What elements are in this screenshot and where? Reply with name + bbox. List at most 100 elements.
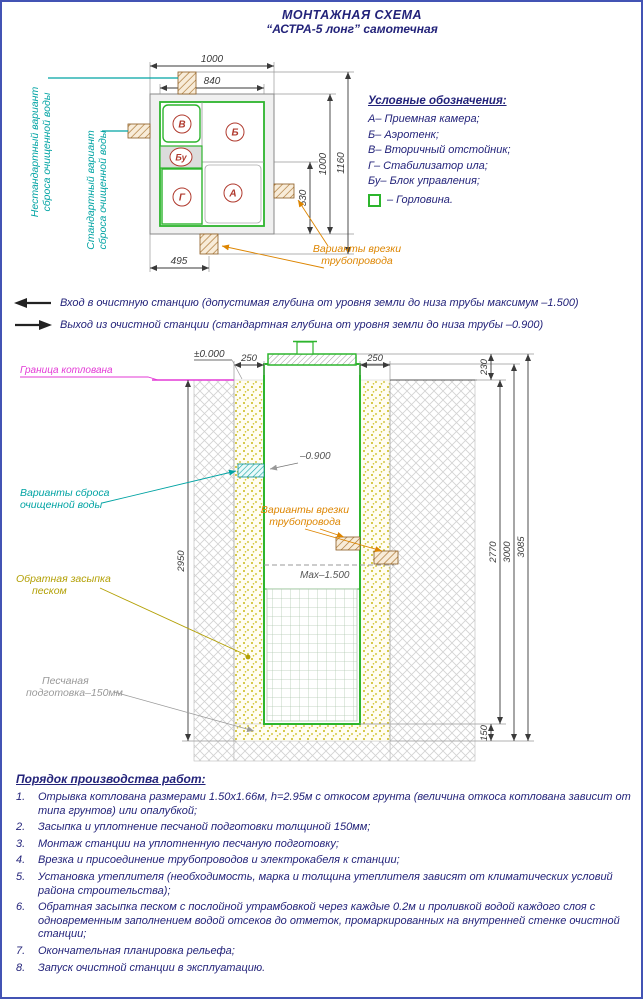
pipe-stub-left (127, 123, 151, 139)
outlet-note: Выход из очистной станции (стандартная г… (60, 319, 544, 331)
sand-prep-label-line2: подготовка–150мм (26, 687, 123, 699)
standard-discharge-label-line1: Стандартный вариант (85, 130, 97, 250)
legend-item: В– Вторичный отстойник; (368, 144, 511, 156)
work-order-item: 7. Окончательная планировка рельефа; (16, 945, 634, 959)
discharge-label-line1: Варианты сброса (20, 487, 110, 499)
dim-bottom-495: 495 (171, 256, 188, 267)
dim-right-530: 530 (298, 189, 309, 206)
discharge-callout-section: Варианты сброса очищенной воды (20, 469, 237, 511)
legend-neck-label: – Горловина. (387, 193, 453, 206)
pipe-stub-top (177, 71, 197, 95)
level-zero: ±0.000 (194, 349, 225, 360)
nonstandard-discharge-label-line2: сброса очищенной воды (41, 92, 53, 211)
item-text: Врезка и присоединение трубопроводов и э… (38, 854, 400, 867)
item-number: 6. (16, 901, 26, 914)
legend-title: Условные обозначения: (368, 95, 507, 107)
backfill-label-line1: Обратная засыпка (16, 573, 111, 585)
item-text: Установка утеплителя (необходимость, мар… (38, 870, 613, 897)
legend-item: Бу– Блок управления; (368, 175, 480, 187)
dim-3000: 3000 (502, 541, 513, 563)
level-max: Max–1.500 (300, 570, 350, 581)
item-text: Монтаж станции на уплотненную песчаную п… (38, 837, 339, 850)
legend: Условные обозначения: А– Приемная камера… (368, 95, 636, 208)
tapin-pipe-stub-2 (373, 550, 399, 565)
dim-width-outer: 1000 (201, 54, 224, 65)
outlet-pipe-stub (237, 463, 265, 478)
plan-dimension-texts: 1000 840 495 530 1000 1160 (171, 54, 347, 267)
item-text: Окончательная планировка рельефа; (38, 944, 235, 957)
legend-neck-row: – Горловина. (368, 193, 636, 209)
section-view: 250 250 230 2770 3000 3085 150 2950 ±0.0… (16, 340, 534, 762)
sand-base (233, 723, 391, 742)
pipe-stubs-plan (127, 71, 295, 255)
dim-neck-230: 230 (479, 358, 490, 376)
nonstandard-discharge-label-line1: Нестандартный вариант (29, 87, 41, 218)
work-order-item: 6. Обратная засыпка песком с послойной у… (16, 901, 634, 942)
page-title: МОНТАЖНАЯ СХЕМА (281, 8, 423, 22)
aeration-grid-zone (266, 588, 358, 722)
item-number: 4. (16, 854, 26, 867)
legend-item: Г– Стабилизатор ила; (368, 159, 488, 172)
work-order-title: Порядок производства работ: (16, 772, 206, 786)
section-dimension-texts: 250 250 230 2770 3000 3085 150 2950 (176, 353, 527, 741)
work-order-item: 8. Запуск очистной станции в эксплуатаци… (16, 962, 634, 976)
page-subtitle: “АСТРА-5 лонг” самотечная (266, 22, 438, 36)
tapin-label-plan-line2: трубопровода (321, 255, 393, 267)
dim-gap-right: 250 (366, 353, 384, 364)
item-number: 8. (16, 961, 26, 974)
work-order-item: 4. Врезка и присоединение трубопроводов … (16, 854, 634, 868)
neck-symbol-icon (368, 193, 381, 207)
item-number: 2. (16, 821, 26, 834)
work-order-item: 2. Засыпка и уплотнение песчаной подгото… (16, 821, 634, 835)
arrow-right-icon (15, 320, 52, 330)
section-dimension-lines (185, 354, 531, 741)
dim-right-1160: 1160 (336, 152, 347, 174)
pipe-stub-right (273, 183, 295, 199)
compartment-b-label: Б (231, 128, 238, 139)
tank-vent (296, 341, 314, 355)
tapin-callout-section: Варианты врезки трубопровода (261, 504, 383, 552)
inlet-note: Вход в очистную станцию (допустимая глуб… (60, 297, 579, 309)
work-order: Порядок производства работ: 1. Отрывка к… (16, 772, 634, 978)
work-order-item: 3. Монтаж станции на уплотненную песчану… (16, 838, 634, 852)
sand-left (233, 379, 265, 725)
backfill-label-line2: песком (32, 585, 67, 597)
soil-hatch (193, 379, 476, 762)
dim-gap-left: 250 (240, 353, 258, 364)
item-number: 7. (16, 944, 26, 957)
dim-2770: 2770 (488, 541, 499, 564)
inlet-note-row: Вход в очистную станцию (допустимая глуб… (14, 297, 579, 309)
outlet-note-row: Выход из очистной станции (стандартная г… (14, 319, 543, 331)
tapin-label-plan-line1: Варианты врезки (313, 243, 401, 255)
tapin-section-label-line1: Варианты врезки (261, 504, 349, 516)
legend-item: А– Приемная камера; (368, 113, 480, 125)
dim-3085: 3085 (516, 536, 527, 558)
pit-boundary-callout: Граница котлована (20, 365, 159, 381)
soil-right (389, 379, 476, 762)
item-number: 1. (16, 791, 26, 803)
tapin-callout-plan: Варианты врезки трубопровода (221, 199, 401, 269)
compartment-a-label: А (228, 189, 236, 200)
soil-left (193, 379, 235, 762)
item-text: Запуск очистной станции в эксплуатацию. (38, 961, 266, 974)
dim-2950: 2950 (176, 550, 187, 573)
discharge-variant-callouts: Нестандартный вариант сброса очищенной в… (29, 77, 178, 250)
item-number: 5. (16, 870, 26, 883)
compartment-markers: В Б Бу Г А (169, 114, 245, 207)
arrow-left-icon (14, 298, 51, 308)
level-outlet-leader (269, 462, 299, 471)
pipe-stub-bottom (199, 233, 219, 255)
compartment-v-label: В (178, 120, 185, 131)
tapin-pipe-stub-1 (335, 536, 361, 551)
sand-prep-callout: Песчаная подготовка–150мм (26, 675, 255, 733)
title-block: МОНТАЖНАЯ СХЕМА “АСТРА-5 лонг” самотечна… (52, 8, 641, 36)
item-text: Засыпка и уплотнение песчаной подготовки… (38, 821, 371, 834)
plan-view: 1000 840 495 530 1000 1160 (29, 54, 401, 272)
tank-lid (267, 353, 357, 366)
item-number: 3. (16, 837, 26, 850)
legend-item: Б– Аэротенк; (368, 128, 439, 141)
dim-right-1000: 1000 (318, 152, 329, 175)
item-text: Отрывка котлована размерами 1.50x1.66м, … (38, 791, 631, 817)
plan-dimension-lines (150, 63, 351, 271)
